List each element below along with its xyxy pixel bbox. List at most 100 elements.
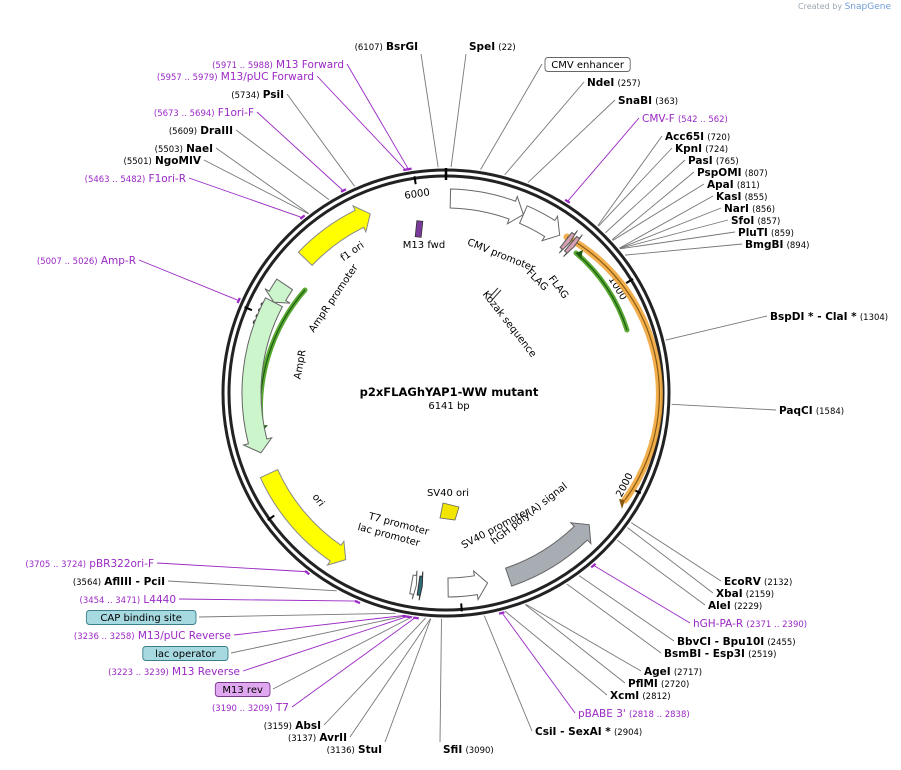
bsmbi-esp3i-label: BsmBI - Esp3I (2519): [664, 648, 776, 660]
credit-prefix: Created by: [798, 2, 843, 11]
xcmi-label: XcmI (2812): [610, 690, 671, 702]
kasi-name: KasI: [716, 191, 741, 203]
pluti-label: PluTI (859): [738, 227, 794, 239]
kasi-label: KasI (855): [716, 191, 767, 203]
apai-name: ApaI: [707, 179, 734, 191]
tick-mark: [625, 278, 634, 284]
pasi-position: (765): [716, 157, 739, 167]
lac-operator-leader: [230, 615, 408, 654]
pbr322ori-f-primer-mark: [304, 569, 310, 576]
l4440-primer-mark: [354, 599, 361, 605]
inner-label-ampr: AmpR: [293, 349, 309, 380]
paqci-leader: [671, 403, 777, 411]
avrii-name: AvrII: [319, 732, 347, 744]
m13-puc-forward-leader: [316, 75, 407, 171]
pflmi-leader: [525, 604, 626, 684]
amp-r-name: Amp-R: [101, 255, 136, 267]
inner-label-flag: FLAG: [546, 274, 570, 301]
f1ori-f-primer-mark: [340, 188, 347, 193]
l4440-name: L4440: [143, 594, 176, 606]
pbabe-3-position: (2818 .. 2838): [629, 710, 690, 720]
t7-position: (3190 .. 3209): [212, 704, 273, 714]
insert-region-arc: [563, 233, 663, 504]
inner-label-m13-fwd: M13 fwd: [403, 240, 445, 251]
bspdi-clai-label: BspDI * - ClaI * (1304): [770, 311, 888, 323]
snapgene-credit: Created by SnapGene: [798, 2, 891, 12]
feature-arrow-flag: [558, 230, 578, 254]
feature-arrow-flag: [563, 234, 583, 257]
paqci-position: (1584): [816, 407, 844, 417]
xbai-name: XbaI: [716, 588, 743, 600]
tick-label: 6000: [404, 187, 431, 202]
naei-position: (5503): [155, 145, 183, 155]
f1ori-r-position: (5463 .. 5482): [85, 175, 146, 185]
m13-puc-reverse-primer-mark: [402, 614, 409, 618]
cmv-enhancer-leader: [480, 63, 543, 170]
plasmid-size: 6141 bp: [428, 401, 469, 412]
ecorv-label: EcoRV (2132): [724, 576, 792, 588]
leader-lines: [138, 53, 777, 743]
naei-label: (5503) NaeI: [155, 143, 213, 155]
m13-puc-reverse-label: (3236 .. 3258) M13/pUC Reverse: [74, 630, 231, 642]
agei-name: AgeI: [644, 666, 671, 678]
f1ori-f-name: F1ori-F: [218, 107, 254, 119]
ngomiv-name: NgoMIV: [155, 155, 202, 167]
m13-forward-primer-mark: [405, 167, 412, 171]
alei-label: AleI (2229): [708, 600, 762, 612]
acc65i-name: Acc65I: [665, 131, 704, 143]
ngomiv-label: (5501) NgoMIV: [124, 155, 202, 167]
xbai-label: XbaI (2159): [716, 588, 774, 600]
hgh-pa-r-label: hGH-PA-R (2371 .. 2390): [693, 618, 807, 630]
sfoi-label: SfoI (857): [731, 215, 780, 227]
m13-puc-forward-name: M13/pUC Forward: [221, 71, 314, 83]
psii-name: PsiI: [263, 89, 284, 101]
xcmi-position: (2812): [642, 692, 670, 702]
pluti-position: (859): [771, 229, 794, 239]
pluti-name: PluTI: [738, 227, 768, 239]
cmv-f-name: CMV-F: [642, 113, 675, 125]
apai-position: (811): [737, 181, 760, 191]
avrii-label: (3137) AvrII: [288, 732, 347, 744]
cmv-f-position: (542 .. 562): [678, 115, 728, 125]
hgh-pa-r-leader: [592, 564, 691, 624]
m13-forward-leader: [346, 63, 410, 171]
pbabe-3-primer-mark: [498, 611, 505, 615]
inner-label-cmv-promoter: CMV promoter: [465, 237, 537, 275]
kpni-leader: [598, 147, 673, 227]
afliii-pcii-label: (3564) AflIII - PciI: [73, 576, 165, 588]
feature-arrow-ori: [259, 469, 347, 567]
l4440-label: (3454 .. 3471) L4440: [80, 594, 176, 606]
ndei-label: NdeI (257): [587, 77, 640, 89]
nari-leader: [619, 207, 722, 249]
ngomiv-leader: [203, 159, 309, 215]
f1ori-r-name: F1ori-R: [149, 173, 186, 185]
feature-arrow-cmv-promoter: [518, 205, 561, 242]
kasi-leader: [619, 195, 714, 249]
sfii-leader: [439, 618, 442, 743]
alei-position: (2229): [734, 602, 762, 612]
bbvci-bpu10i-leader: [578, 575, 675, 642]
map-title-block: p2xFLAGhYAP1-WW mutant 6141 bp: [360, 385, 539, 412]
tick-mark: [413, 176, 417, 185]
pspomi-position: (807): [745, 169, 768, 179]
t7-name: T7: [275, 702, 289, 714]
pasi-label: PasI (765): [688, 155, 739, 167]
bmgbi-name: BmgBI: [745, 239, 783, 251]
f1ori-f-label: (5673 .. 5694) F1ori-F: [154, 107, 254, 119]
t7-leader: [291, 616, 417, 708]
m13-rev-leader: [272, 616, 413, 690]
f1ori-f-leader: [256, 111, 345, 192]
naei-name: NaeI: [186, 143, 213, 155]
feature-arrows: [241, 188, 663, 602]
csii-sexai-name: CsiI - SexAI *: [535, 726, 611, 738]
feature-arrow-ampr: [241, 297, 284, 454]
bsrgi-label: (6107) BsrGI: [355, 41, 418, 53]
snabi-leader: [527, 99, 616, 183]
m13-forward-label: (5971 .. 5988) M13 Forward: [212, 59, 344, 71]
m13-puc-forward-position: (5957 .. 5979): [157, 73, 218, 83]
alei-name: AleI: [708, 600, 731, 612]
f1ori-r-primer-mark: [299, 214, 306, 220]
m13-rev-box: [214, 682, 271, 697]
green-feature-arrowhead-right: [576, 250, 583, 259]
